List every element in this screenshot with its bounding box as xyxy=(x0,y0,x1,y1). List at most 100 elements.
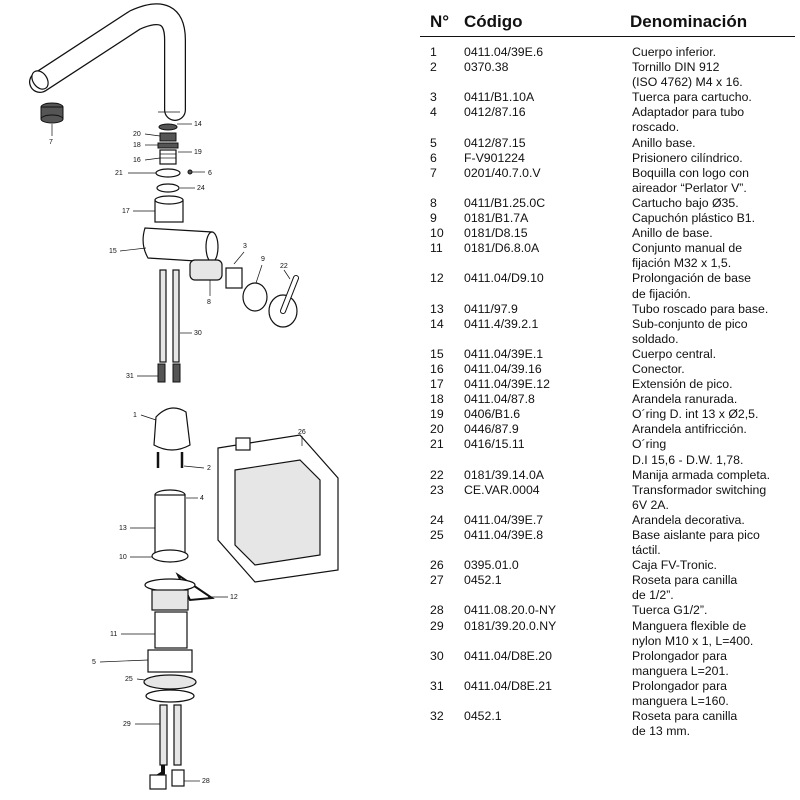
part-number: 13 xyxy=(430,301,444,316)
part-number: 12 xyxy=(430,271,444,286)
part-number: 2 xyxy=(430,60,437,75)
callout-9: 9 xyxy=(261,256,265,263)
part-row: 10 0181/D8.15 Anillo de base. xyxy=(420,226,795,241)
callout-12: 12 xyxy=(230,594,238,601)
part-code: 0201/40.7.0.V xyxy=(464,165,541,180)
part-number: 3 xyxy=(430,90,437,105)
part-number: 4 xyxy=(430,105,437,120)
callout-8: 8 xyxy=(207,299,211,306)
part-row: 24 0411.04/39E.7 Arandela decorativa. xyxy=(420,513,795,528)
callout-11: 11 xyxy=(110,631,117,638)
part-denomination: Cartucho bajo Ø35. xyxy=(632,195,739,210)
header-number: N° xyxy=(430,12,450,31)
callout-6: 6 xyxy=(208,170,212,177)
callout-1: 1 xyxy=(133,412,137,419)
lower-body xyxy=(153,407,191,468)
part-number: 7 xyxy=(430,165,437,180)
part-number: 19 xyxy=(430,407,444,422)
part-number: 21 xyxy=(430,437,444,452)
part-denomination: Roseta para canilla de 1/2”. xyxy=(632,573,738,603)
part-denomination: Transformador switching 6V 2A. xyxy=(632,482,767,512)
header-code: Código xyxy=(464,12,523,31)
part-number: 20 xyxy=(430,422,444,437)
part-number: 17 xyxy=(430,377,444,392)
callout-26: 26 xyxy=(298,429,306,436)
part-number: 16 xyxy=(430,361,444,376)
callout-3: 3 xyxy=(243,243,247,250)
part-number: 15 xyxy=(430,346,444,361)
part-denomination: Capuchón plástico B1. xyxy=(632,211,756,226)
callout-18: 18 xyxy=(133,142,141,149)
part-denomination: Tuerca para cartucho. xyxy=(632,90,752,105)
parts-list-header: N° Código Denominación xyxy=(420,10,795,37)
callout-19: 19 xyxy=(194,149,202,156)
part-number: 26 xyxy=(430,558,444,573)
callout-25: 25 xyxy=(125,676,133,683)
part-denomination: Caja FV-Tronic. xyxy=(632,558,717,573)
part-denomination: Manija armada completa. xyxy=(632,467,771,482)
part-number: 14 xyxy=(430,316,444,331)
part-row: 31 0411.04/D8E.21 Prolongador para manguer… xyxy=(420,679,795,709)
part-number: 11 xyxy=(430,241,443,256)
part-code: 0452.1 xyxy=(464,573,502,588)
part-number: 10 xyxy=(430,226,444,241)
part-code: 0411/97.9 xyxy=(464,301,518,316)
part-row: 5 0412/87.15 Anillo base. xyxy=(420,136,795,151)
part-code: 0411.04/D8E.20 xyxy=(464,648,552,663)
ring-stack xyxy=(155,123,193,193)
flexible-hoses xyxy=(149,704,185,790)
fixing-set xyxy=(143,578,197,703)
part-number: 5 xyxy=(430,135,437,150)
spout-tube xyxy=(29,3,186,121)
part-code: 0411.04/87.8 xyxy=(464,392,535,407)
part-code: 0411.04/D8E.21 xyxy=(464,678,552,693)
part-denomination: Prolongador para manguera L=160. xyxy=(632,678,729,709)
central-body xyxy=(142,227,219,363)
part-number: 31 xyxy=(430,678,444,693)
part-code: 0411.04/39.16 xyxy=(464,361,542,376)
callout-29: 29 xyxy=(123,721,131,728)
callout-16: 16 xyxy=(133,157,141,164)
cartridge-handle-group xyxy=(189,259,299,328)
header-denomination: Denominación xyxy=(630,12,748,31)
part-denomination: Anillo base. xyxy=(632,135,696,150)
part-code: 0416/15.11 xyxy=(464,437,525,452)
hose-extensions xyxy=(157,363,181,383)
part-code: 0412/87.15 xyxy=(464,135,526,150)
callout-30: 30 xyxy=(194,330,202,337)
part-number: 29 xyxy=(430,618,444,633)
part-denomination: Extensión de pico. xyxy=(632,377,733,392)
part-denomination: Arandela decorativa. xyxy=(632,512,745,527)
part-number: 24 xyxy=(430,512,444,527)
part-number: 28 xyxy=(430,603,444,618)
part-code: 0411.04/D9.10 xyxy=(464,271,544,286)
aerator-nozzle xyxy=(40,102,64,124)
callout-20: 20 xyxy=(133,131,141,138)
spout-extension xyxy=(154,195,184,223)
leader-lines xyxy=(51,123,303,782)
part-denomination: Conector. xyxy=(632,361,685,376)
part-code: 0411.04/39E.7 xyxy=(464,512,544,527)
part-denomination: Arandela ranurada. xyxy=(632,392,738,407)
part-code: 0411/B1.25.0C xyxy=(464,195,546,210)
part-denomination: Anillo de base. xyxy=(632,226,713,241)
callout-2: 2 xyxy=(207,465,211,472)
part-code: 0411.04/39E.12 xyxy=(464,377,550,392)
part-denomination: Tuerca G1/2”. xyxy=(632,603,708,618)
part-code: 0370.38 xyxy=(464,60,509,75)
part-code: 0181/D8.15 xyxy=(464,226,528,241)
part-code: 0181/B1.7A xyxy=(464,211,529,226)
part-denomination: Boquilla con logo con aireador “Perlator… xyxy=(632,165,749,195)
